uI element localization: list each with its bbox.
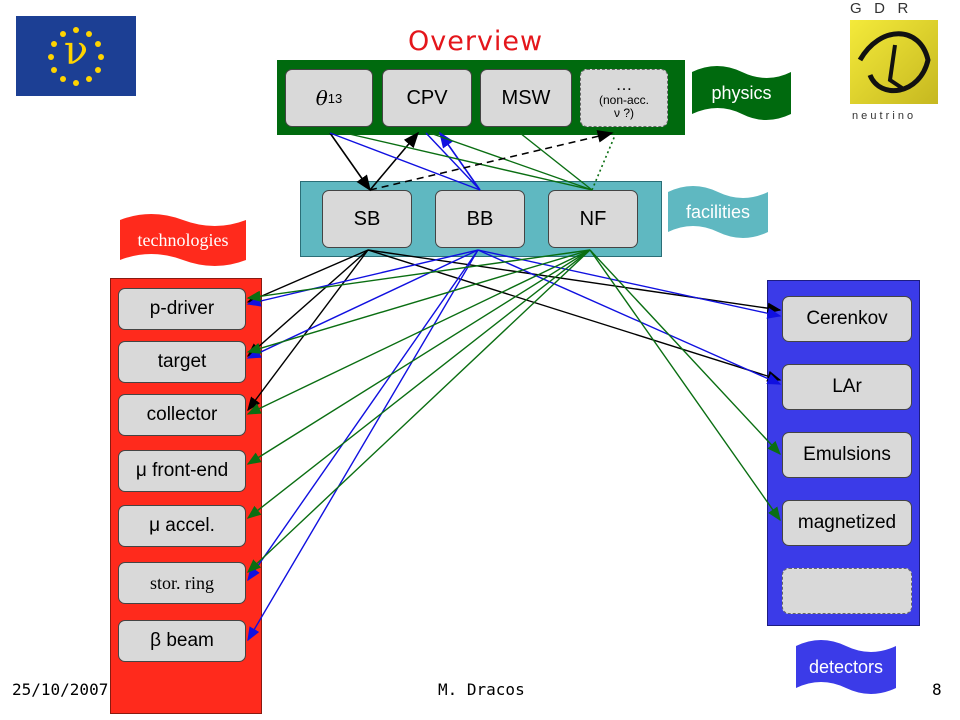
facilities-sb-box: SB bbox=[322, 190, 412, 248]
arrow-sb-cerenkov bbox=[367, 249, 782, 314]
lar-label: LAr bbox=[832, 376, 862, 397]
eu-nu-symbol: ν bbox=[63, 28, 89, 74]
arrow-nf-emulsions bbox=[589, 249, 781, 456]
line-cpv-nf bbox=[429, 132, 593, 191]
arrow-sb-lar bbox=[367, 249, 782, 382]
line-nf-nonacc-dotted bbox=[591, 132, 617, 191]
emulsions-label: Emulsions bbox=[803, 444, 891, 465]
eu-neutrino-logo: ν bbox=[16, 16, 136, 96]
line-cpv-bb bbox=[425, 132, 481, 191]
cerenkov-label: Cerenkov bbox=[806, 308, 888, 329]
magnetized-label: magnetized bbox=[797, 512, 897, 533]
det-magnetized-box: magnetized bbox=[782, 500, 912, 546]
gdr-word: n e u t r i n o bbox=[852, 110, 914, 122]
facilities-flag-label: facilities bbox=[685, 201, 751, 222]
cpv-label: CPV bbox=[406, 86, 448, 109]
detectors-flag-shape bbox=[796, 640, 896, 694]
det-emulsions-box: Emulsions bbox=[782, 432, 912, 478]
nf-label: NF bbox=[579, 207, 607, 230]
tech-muaccel-box: μ accel. bbox=[118, 505, 246, 547]
facilities-flag-shape bbox=[668, 186, 768, 238]
muaccel-label: μ accel. bbox=[149, 515, 215, 536]
collector-label: collector bbox=[146, 404, 218, 425]
tech-target-box: target bbox=[118, 341, 246, 383]
facilities-bb-box: BB bbox=[435, 190, 525, 248]
arrow-sb-target bbox=[246, 249, 369, 357]
tech-collector-box: collector bbox=[118, 394, 246, 436]
arrow-bb-pdriver bbox=[246, 249, 479, 307]
tech-mufrontend-box: μ front-end bbox=[118, 450, 246, 492]
arrow-bb-storring bbox=[247, 249, 479, 582]
gdr-image bbox=[850, 20, 938, 104]
physics-nonacc-box: … (non-acc. ν ?) bbox=[580, 69, 668, 127]
gdr-neutrino-logo: G D R n e u t r i n o bbox=[842, 0, 942, 130]
nonacc-line2: (non-acc. bbox=[598, 93, 650, 108]
physics-cpv-box: CPV bbox=[382, 69, 472, 127]
betabeam-label: β beam bbox=[150, 630, 214, 651]
det-lar-box: LAr bbox=[782, 364, 912, 410]
gdr-swirl-icon bbox=[857, 31, 931, 93]
arrow-bb-cerenkov bbox=[477, 249, 782, 319]
arrow-sb-pdriver bbox=[246, 249, 369, 303]
detectors-flag: detectors bbox=[796, 634, 896, 700]
technologies-flag: technologies bbox=[120, 208, 246, 272]
facilities-nf-box: NF bbox=[548, 190, 638, 248]
tech-betabeam-box: β beam bbox=[118, 620, 246, 662]
technologies-flag-label: technologies bbox=[137, 229, 229, 250]
nonacc-line3: ν ?) bbox=[613, 105, 634, 120]
tech-storring-box: stor. ring bbox=[118, 562, 246, 604]
arrow-bb-lar bbox=[477, 249, 782, 385]
facilities-flag: facilities bbox=[668, 180, 768, 244]
arrow-nf-magnetized bbox=[589, 249, 781, 522]
arrow-nf-target bbox=[246, 249, 591, 354]
tech-pdriver-box: p-driver bbox=[118, 288, 246, 330]
arrow-bb-to-msw bbox=[439, 131, 481, 191]
line-msw-nf bbox=[519, 132, 593, 191]
arrow-nf-pdriver bbox=[246, 249, 591, 302]
pdriver-label: p-driver bbox=[149, 298, 215, 319]
det-cerenkov-box: Cerenkov bbox=[782, 296, 912, 342]
physics-flag-label: physics bbox=[711, 82, 772, 103]
det-empty-box bbox=[782, 568, 912, 614]
arrow-nf-mufrontend bbox=[246, 249, 591, 465]
mufrontend-label: μ front-end bbox=[135, 460, 229, 481]
target-label: target bbox=[157, 351, 207, 372]
theta-subscript: 13 bbox=[327, 90, 343, 106]
line-theta-nf bbox=[344, 132, 593, 191]
arrow-theta-to-sb bbox=[329, 132, 371, 192]
arrow-bb-betabeam bbox=[247, 249, 479, 642]
gdr-letters: G D R bbox=[850, 0, 909, 17]
eu-stars-icon bbox=[48, 27, 104, 86]
physics-flag-shape bbox=[692, 66, 791, 120]
storring-label: stor. ring bbox=[149, 572, 214, 593]
physics-msw-box: MSW bbox=[480, 69, 572, 127]
msw-label: MSW bbox=[501, 86, 551, 109]
physics-flag: physics bbox=[692, 60, 791, 126]
technologies-flag-shape bbox=[120, 214, 246, 266]
arrow-nf-muaccel bbox=[246, 249, 591, 519]
nonacc-ellipsis: … bbox=[615, 75, 633, 95]
arrow-nf-storring bbox=[246, 249, 591, 573]
theta-symbol: θ bbox=[315, 86, 328, 110]
line-theta-bb bbox=[329, 132, 481, 191]
footer-author: M. Dracos bbox=[438, 680, 525, 699]
footer-page-number: 8 bbox=[932, 680, 942, 699]
arrow-sb-to-nonacc-dashed bbox=[369, 130, 614, 191]
bb-label: BB bbox=[466, 207, 494, 230]
footer-date: 25/10/2007 bbox=[12, 680, 109, 699]
sb-label: SB bbox=[353, 207, 381, 230]
detectors-flag-label: detectors bbox=[808, 656, 884, 677]
arrow-nf-collector bbox=[246, 249, 591, 415]
slide-title: Overview bbox=[408, 26, 544, 57]
arrow-sb-to-cpv bbox=[369, 131, 420, 191]
